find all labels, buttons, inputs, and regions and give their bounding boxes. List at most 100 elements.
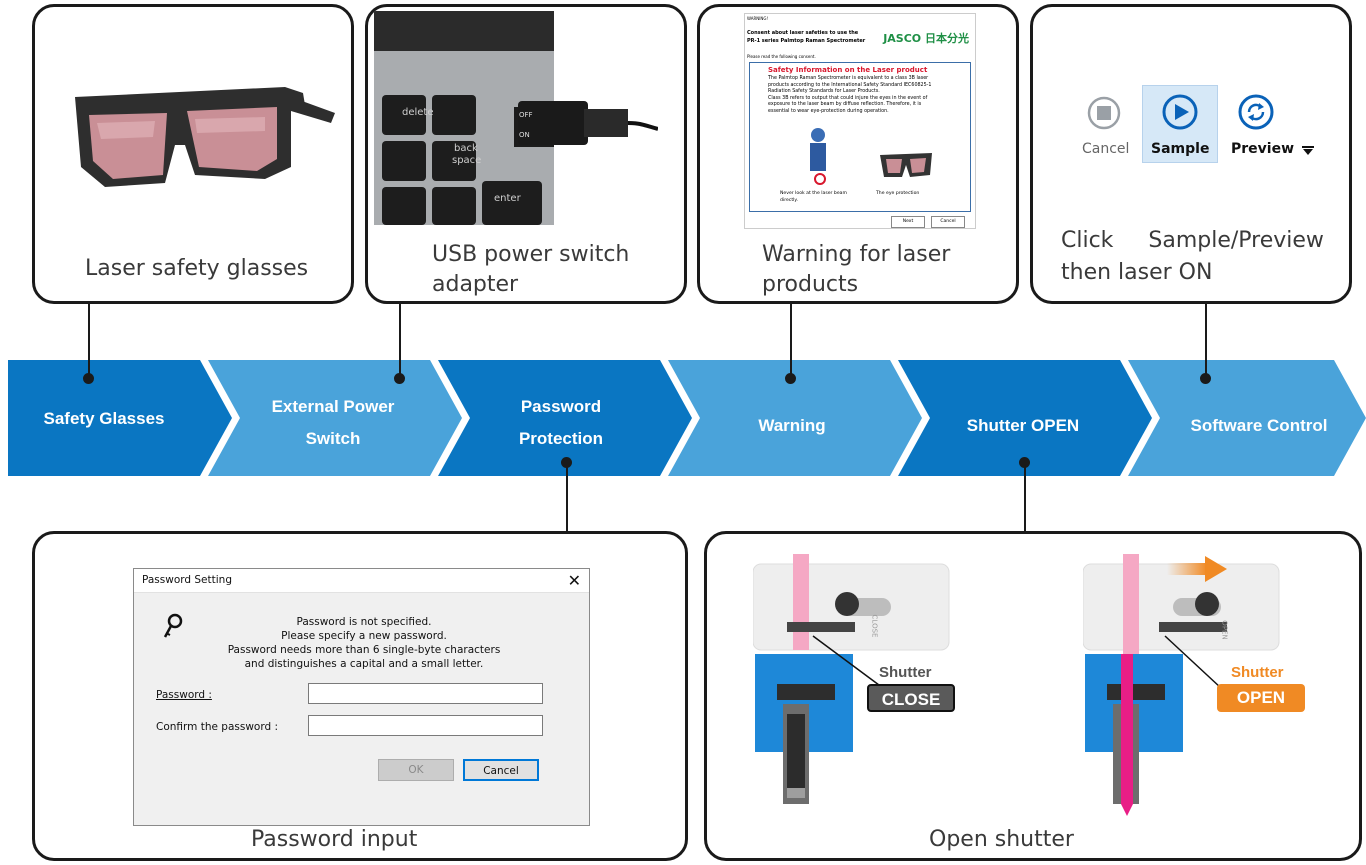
doc-heading: Consent about laser safeties to use the: [747, 30, 859, 36]
message-line: Password is not specified.: [296, 616, 432, 628]
doc-body-line: Class 3B refers to output that could inj…: [768, 95, 928, 101]
stage-safety-glasses: Safety Glasses: [8, 360, 232, 476]
connector-software: [1205, 300, 1207, 380]
stage-label: Shutter OPEN: [967, 416, 1079, 435]
shutter-open-label: Shutter: [1231, 664, 1284, 681]
password-input[interactable]: [308, 683, 543, 704]
dialog-titlebar: Password Setting ✕: [134, 569, 589, 593]
stage-label: Software Control: [1191, 416, 1328, 435]
stage-warning: Warning: [668, 360, 922, 476]
connector-dot: [1019, 457, 1030, 468]
key-enter: enter: [494, 193, 521, 204]
password-label: Password :: [156, 689, 212, 701]
stage-label: Switch: [306, 429, 361, 448]
callout-line: [812, 635, 884, 689]
preview-refresh-icon: [1238, 94, 1274, 130]
card-password-input: Password Setting ✕ Password is not speci…: [32, 531, 688, 861]
confirm-password-label: Confirm the password :: [156, 721, 279, 733]
process-flow: Safety Glasses External Power Switch Pas…: [8, 360, 1366, 476]
doc-body-line: Radiation Safety Standards for Laser Pro…: [768, 89, 880, 95]
doc-box: Safety Information on the Laser product …: [749, 62, 971, 212]
cancel-button[interactable]: Cancel: [1082, 141, 1130, 157]
safety-glasses-image: [75, 87, 335, 187]
card-caption: products: [762, 272, 859, 297]
doc-top: WARNING!: [747, 16, 769, 21]
direction-arrow-icon: [1167, 556, 1227, 582]
eye-protection-figure: [880, 153, 932, 177]
doc-body-line: The Palmtop Raman Spectrometer is equiva…: [768, 76, 929, 81]
key-back: back: [454, 143, 478, 154]
card-caption: Laser safety glasses: [85, 256, 309, 281]
sample-button[interactable]: Sample: [1151, 141, 1210, 157]
card-caption: Click Sample/Preview: [1061, 228, 1324, 253]
message-line: and distinguishes a capital and a small …: [244, 658, 484, 670]
password-setting-dialog: Password Setting ✕ Password is not speci…: [133, 568, 590, 826]
shutter-open-badge: OPEN: [1217, 684, 1305, 712]
dropdown-arrow-icon[interactable]: [1301, 146, 1315, 156]
sample-play-icon: [1162, 94, 1198, 130]
shutter-close-badge: CLOSE: [867, 684, 955, 712]
connector-dot: [1200, 373, 1211, 384]
message-line: Please specify a new password.: [281, 630, 447, 642]
connector-warning: [790, 300, 792, 380]
confirm-password-input[interactable]: [308, 715, 543, 736]
doc-caption-right: The eye protection: [876, 191, 920, 196]
stage-label: Password: [521, 397, 601, 416]
stage-shutter-open: Shutter OPEN: [898, 360, 1152, 476]
cancel-icon: [1087, 96, 1121, 130]
connector-dot: [394, 373, 405, 384]
connector-shutter: [1024, 462, 1026, 534]
key-icon: [163, 613, 183, 638]
doc-body-line: essential to wear eye-protection during …: [768, 108, 889, 114]
card-caption: then laser ON: [1061, 260, 1213, 285]
stage-external-power-switch: External Power Switch: [208, 360, 462, 476]
dialog-title: Password Setting: [142, 574, 232, 586]
close-icon[interactable]: ✕: [567, 571, 581, 590]
card-caption: Open shutter: [929, 827, 1074, 852]
doc-read: Please read the following consent.: [747, 54, 816, 59]
cancel-button[interactable]: Cancel: [463, 759, 539, 781]
switch-on-label: ON: [519, 131, 530, 139]
shutter-open-diagram: [1083, 554, 1280, 816]
card-caption: USB power switch: [432, 242, 630, 267]
stage-password-protection: Password Protection: [438, 360, 692, 476]
connector-dot: [785, 373, 796, 384]
shutter-closed-diagram: [753, 554, 950, 804]
card-laser-safety-glasses: Laser safety glasses: [32, 4, 354, 304]
card-usb-power-switch: delete back space enter ON OFF USB power…: [365, 4, 687, 304]
card-caption: adapter: [432, 272, 519, 297]
stage-label: Safety Glasses: [44, 409, 165, 428]
callout-line: [1164, 635, 1222, 689]
stage-label: External Power: [272, 397, 395, 416]
ok-button[interactable]: OK: [378, 759, 454, 781]
switch-off-label: OFF: [519, 111, 533, 119]
connector-glasses: [88, 300, 90, 380]
key-delete: delete: [402, 107, 434, 118]
key-space: space: [452, 155, 482, 166]
card-open-shutter: CLOSE Shutter CLOSE OPEN Shutter OPEN Op…: [704, 531, 1362, 861]
preview-button[interactable]: Preview: [1231, 141, 1295, 157]
dialog-message: Password is not specified. Please specif…: [214, 615, 514, 671]
sample-button-highlight: [1142, 85, 1218, 163]
doc-title: Safety Information on the Laser product: [768, 66, 928, 74]
doc-body: The Palmtop Raman Spectrometer is equiva…: [768, 76, 968, 116]
doc-caption-left: Never look at the laser beam: [780, 191, 847, 196]
connector-dot: [83, 373, 94, 384]
stage-software-control: Software Control: [1128, 360, 1366, 476]
stage-label: Warning: [758, 416, 825, 435]
doc-body-line: products according to the International …: [768, 82, 932, 88]
laser-warning-figure: [810, 128, 826, 185]
usb-adapter: [518, 101, 658, 145]
card-caption: Warning for laser: [762, 242, 951, 267]
card-warning: WARNING! Consent about laser safeties to…: [697, 4, 1019, 304]
warning-document: WARNING! Consent about laser safeties to…: [744, 13, 976, 229]
doc-heading: PR-1 series Palmtop Raman Spectrometer: [747, 38, 866, 44]
shutter-close-label: Shutter: [879, 664, 932, 681]
doc-logo: JASCO 日本分光: [883, 32, 969, 45]
connector-password: [566, 462, 568, 534]
connector-usb: [399, 300, 401, 380]
doc-cancel-button[interactable]: Cancel: [931, 216, 965, 228]
card-caption: Password input: [251, 827, 418, 852]
message-line: Password needs more than 6 single-byte c…: [227, 644, 501, 656]
doc-next-button[interactable]: Next: [891, 216, 925, 228]
